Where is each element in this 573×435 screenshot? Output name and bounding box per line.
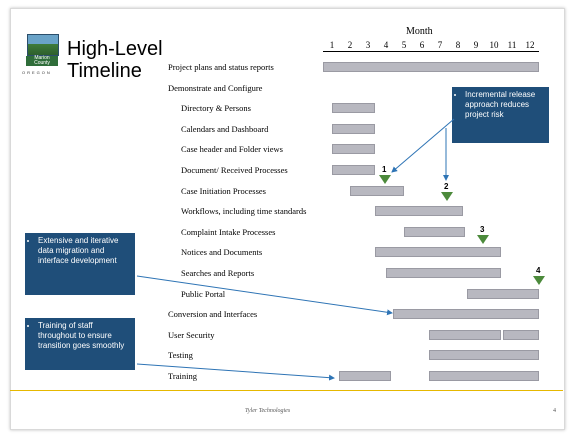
title-line-2: Timeline <box>67 60 142 82</box>
gantt-bar <box>375 206 464 217</box>
milestone-4-label: 4 <box>536 266 541 275</box>
callout-training-text: Training of staff throughout to ensure t… <box>38 321 130 351</box>
gantt-bar <box>429 329 502 340</box>
gantt-bar <box>429 350 539 361</box>
gantt-bar <box>404 226 466 237</box>
row-label: User Security <box>168 329 215 340</box>
row-label: Case Initiation Processes <box>181 185 266 196</box>
gantt-bar <box>323 62 539 72</box>
logo-state: OREGON <box>22 70 52 75</box>
row-label: Notices and Documents <box>181 247 263 258</box>
row-label: Directory & Persons <box>181 103 251 114</box>
slide-title: High-Level Timeline <box>67 38 163 82</box>
gantt-bar <box>350 185 404 196</box>
month-col-4: 4 <box>383 40 389 50</box>
gantt-bar <box>386 268 502 278</box>
callout-training: Training of staff throughout to ensure t… <box>25 318 135 370</box>
row-label: Case header and Folder views <box>181 144 283 155</box>
mountain-logo-icon <box>27 34 59 56</box>
month-col-8: 8 <box>455 40 461 50</box>
month-col-11: 11 <box>507 40 517 50</box>
milestone-1-label: 1 <box>382 165 387 174</box>
row-label: Project plans and status reports <box>168 62 274 72</box>
page-number: 4 <box>553 408 556 414</box>
month-header: Month <box>406 26 433 37</box>
callout-incremental-text: Incremental release approach reduces pro… <box>465 90 544 120</box>
callout-data-migration-text: Extensive and iterative data migration a… <box>38 236 130 266</box>
row-label: Conversion and Interfaces <box>168 309 258 320</box>
month-col-1: 1 <box>329 40 335 50</box>
footer-text: Tyler Technologies <box>245 408 291 414</box>
gantt-bar <box>375 247 502 258</box>
milestone-1-icon <box>379 175 391 184</box>
gantt-bar <box>429 371 539 381</box>
month-col-2: 2 <box>347 40 353 50</box>
gantt-bar <box>332 103 376 114</box>
gantt-bar <box>332 123 376 134</box>
row-label: Calendars and Dashboard <box>181 123 269 134</box>
milestone-2-icon <box>441 192 453 201</box>
row-label: Training <box>168 371 197 381</box>
gantt-bar <box>467 288 539 299</box>
gantt-bar <box>332 165 376 175</box>
row-label: Public Portal <box>181 288 226 299</box>
header-divider <box>323 51 539 52</box>
month-col-9: 9 <box>473 40 479 50</box>
month-col-12: 12 <box>525 40 535 50</box>
row-label: Workflows, including time standards <box>181 206 307 217</box>
logo-band: Marion County <box>26 56 58 66</box>
month-col-10: 10 <box>489 40 499 50</box>
month-col-7: 7 <box>437 40 443 50</box>
callout-incremental: Incremental release approach reduces pro… <box>452 87 549 143</box>
gantt-bar <box>339 371 392 381</box>
title-line-1: High-Level <box>67 38 163 60</box>
milestone-3-label: 3 <box>480 225 485 234</box>
gantt-bar <box>393 309 539 320</box>
row-label: Complaint Intake Processes <box>181 226 276 237</box>
milestone-4-icon <box>533 276 545 285</box>
row-label: Testing <box>168 350 193 361</box>
month-col-5: 5 <box>401 40 407 50</box>
month-col-6: 6 <box>419 40 425 50</box>
row-label: Demonstrate and Configure <box>168 82 263 93</box>
milestone-3-icon <box>477 235 489 244</box>
month-col-3: 3 <box>365 40 371 50</box>
milestone-2-label: 2 <box>444 182 449 191</box>
callout-data-migration: Extensive and iterative data migration a… <box>25 233 135 295</box>
row-label: Searches and Reports <box>181 268 255 278</box>
county-logo: Marion County OREGON <box>22 34 60 84</box>
row-label: Document/ Received Processes <box>181 165 288 175</box>
footer-divider <box>10 390 563 391</box>
gantt-bar <box>332 144 376 155</box>
gantt-bar <box>503 329 539 340</box>
